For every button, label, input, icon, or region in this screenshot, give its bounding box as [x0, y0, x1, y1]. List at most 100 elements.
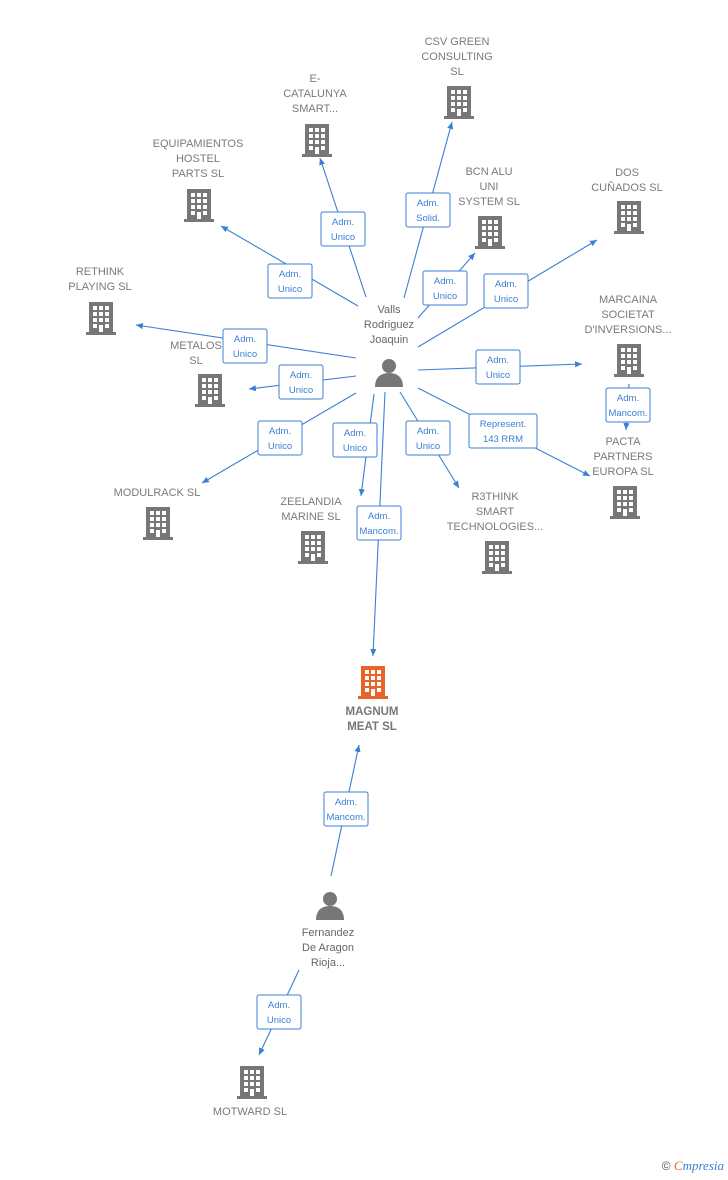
company-building-icon	[195, 374, 225, 407]
role-text: Unico	[494, 294, 518, 305]
role-box	[332, 422, 378, 458]
node-label-line: MARINE SL	[281, 511, 340, 523]
node-label-line: R3THINK	[471, 491, 519, 503]
role-text: Adm.	[368, 511, 390, 522]
role-text: Represent.	[480, 419, 526, 430]
role-label-valls-equip[interactable]: Adm.Unico	[267, 263, 313, 299]
node-label-line: ZEELANDIA	[280, 496, 342, 508]
node-label-line: TECHNOLOGIES...	[447, 521, 544, 533]
role-box	[267, 263, 313, 299]
node-marcaina[interactable]: MARCAINASOCIETATD'INVERSIONS...	[584, 294, 672, 377]
node-bcn[interactable]: BCN ALU UNI SYSTEM SL	[458, 166, 520, 249]
node-label-line: UNI	[480, 181, 499, 193]
node-label-line: MAGNUM	[345, 706, 398, 718]
role-text: Solid.	[416, 213, 440, 224]
node-label-line: CUÑADOS SL	[591, 181, 663, 194]
node-label-line: METALOS	[170, 340, 222, 352]
role-box	[405, 192, 451, 228]
role-text: 143 RRM	[483, 434, 523, 445]
role-box	[278, 364, 324, 400]
node-label-line: PACTA	[605, 436, 641, 448]
company-building-icon	[86, 302, 116, 335]
role-text: Adm.	[617, 393, 639, 404]
role-text: Mancom.	[359, 526, 398, 537]
role-label-valls-zeelandia[interactable]: Adm.Unico	[332, 422, 378, 458]
node-label-line: SYSTEM SL	[458, 196, 520, 208]
role-label-valls-r3think[interactable]: Adm. Unico	[405, 420, 451, 456]
node-label-line: EUROPA SL	[592, 466, 654, 478]
role-label-valls-bcn[interactable]: Adm.Unico	[422, 270, 468, 306]
company-building-icon	[143, 507, 173, 540]
role-label-fernandez-magnum[interactable]: Adm.Mancom.	[323, 791, 369, 827]
node-label-line: CATALUNYA	[283, 88, 347, 100]
company-building-icon	[298, 531, 328, 564]
node-label-line: CSV GREEN	[425, 36, 490, 48]
role-text: Unico	[267, 1015, 291, 1026]
role-text: Unico	[233, 349, 257, 360]
role-text: Adm.	[269, 426, 291, 437]
role-label-valls-modulrack[interactable]: Adm. Unico	[257, 420, 303, 456]
node-label-line: MOTWARD SL	[213, 1106, 287, 1118]
role-text: Mancom.	[326, 812, 365, 823]
role-text: Adm.	[332, 217, 354, 228]
role-label-marcaina-pacta[interactable]: Adm.Mancom.	[605, 387, 651, 423]
role-box	[468, 413, 538, 449]
company-building-icon	[444, 86, 474, 119]
role-label-valls-ecat[interactable]: Adm.Unico	[320, 211, 366, 247]
person-icon	[375, 359, 403, 387]
node-ecat[interactable]: E-CATALUNYASMART...	[283, 73, 347, 157]
node-zeelandia[interactable]: ZEELANDIA MARINE SL	[280, 496, 342, 564]
person-icon	[316, 892, 344, 920]
copyright-icon: ©	[661, 1159, 671, 1173]
node-label-line: RETHINK	[76, 266, 125, 278]
role-label-valls-csv[interactable]: Adm.Solid.	[405, 192, 451, 228]
company-building-icon	[237, 1066, 267, 1099]
role-label-valls-metalos[interactable]: Adm.Unico	[278, 364, 324, 400]
role-box	[323, 791, 369, 827]
main-company-building-icon	[358, 666, 388, 699]
node-label-line: EQUIPAMIENTOS	[153, 138, 244, 150]
role-label-valls-dos[interactable]: Adm.Unico	[483, 273, 529, 309]
role-label-valls-magnum[interactable]: Adm. Mancom.	[356, 505, 402, 541]
company-building-icon	[614, 344, 644, 377]
node-label-line: MARCAINA	[599, 294, 658, 306]
role-text: Unico	[416, 441, 440, 452]
role-text: Adm.	[279, 269, 301, 280]
role-box	[405, 420, 451, 456]
node-r3think[interactable]: R3THINK SMART TECHNOLOGIES...	[447, 491, 544, 574]
role-text: Unico	[343, 443, 367, 454]
role-text: Unico	[268, 441, 292, 452]
role-text: Adm.	[417, 426, 439, 437]
node-label-line: Rioja...	[311, 957, 345, 969]
role-label-valls-marcaina[interactable]: Adm.Unico	[475, 349, 521, 385]
company-building-icon	[302, 124, 332, 157]
node-motward[interactable]: MOTWARD SL	[213, 1066, 287, 1118]
node-label-line: Valls	[377, 304, 401, 316]
node-label-line: SMART	[476, 506, 515, 518]
role-label-fernandez-motward[interactable]: Adm.Unico	[256, 994, 302, 1030]
role-label-valls-rethink[interactable]: Adm.Unico	[222, 328, 268, 364]
role-text: Adm.	[487, 355, 509, 366]
node-label-line: Fernandez	[302, 927, 355, 939]
role-box	[356, 505, 402, 541]
role-label-valls-pacta[interactable]: Represent. 143 RRM	[468, 413, 538, 449]
node-label-line: PARTS SL	[172, 168, 224, 180]
role-box	[483, 273, 529, 309]
footer-credit: © Cmpresia	[662, 1158, 724, 1174]
role-box	[475, 349, 521, 385]
node-label-line: Joaquin	[370, 334, 409, 346]
node-label-line: SMART...	[292, 103, 338, 115]
node-modulrack[interactable]: MODULRACK SL	[114, 487, 201, 540]
node-label-line: SOCIETAT	[601, 309, 655, 321]
node-label-line: BCN ALU	[465, 166, 512, 178]
